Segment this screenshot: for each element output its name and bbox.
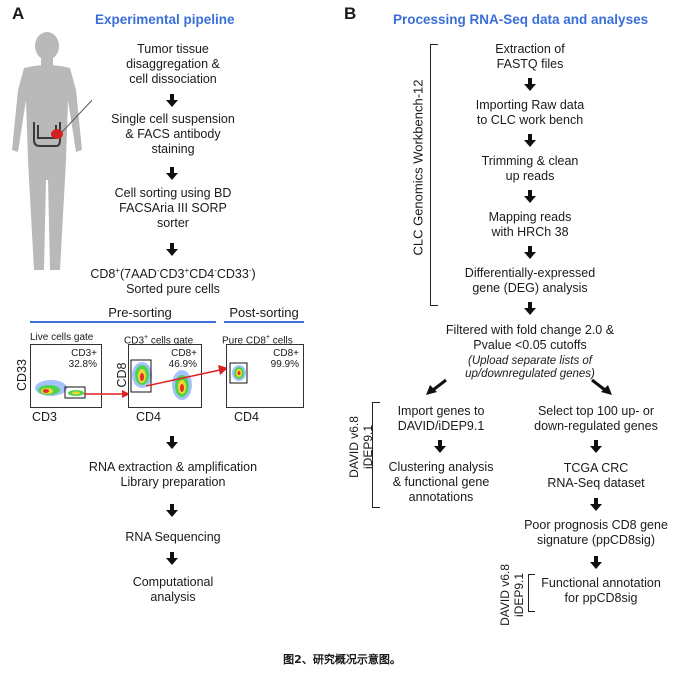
david2-label: DAVID v6.8 bbox=[498, 564, 512, 626]
facs-plot-1-dots bbox=[35, 380, 86, 399]
plot-2-y-axis-label: CD8 bbox=[115, 362, 129, 388]
tumor-icon bbox=[51, 129, 63, 139]
figure-caption: 图2、研究概况示意图。 bbox=[283, 653, 401, 666]
gate-live-label: Live cells gate bbox=[30, 332, 94, 343]
plot-1-stat-value: 32.8% bbox=[68, 359, 97, 370]
sorted-cells-text: Sorted pure cells bbox=[126, 282, 220, 297]
plot-2-stat-value: 46.9% bbox=[168, 359, 197, 370]
panel-b-title: Processing RNA-Seq data and analyses bbox=[393, 12, 649, 27]
post-sorting-label: Post-sorting bbox=[229, 305, 299, 320]
step-filter: Filtered with fold change 2.0 &Pvalue <0… bbox=[445, 323, 615, 352]
pre-sorting-underline bbox=[30, 321, 216, 323]
human-body-icon bbox=[12, 32, 92, 270]
red-arrow-icon bbox=[146, 365, 228, 387]
facs-plot-post-sort: CD8+ 99.9% bbox=[226, 344, 304, 408]
panel-b-letter: B bbox=[344, 4, 357, 23]
sorted-cells-label: CD8+(7AAD-CD3+CD4-CD33-) Sorted pure cel… bbox=[50, 263, 296, 297]
facs-plot-2-dots bbox=[130, 359, 192, 400]
gate-pure-label: Pure CD8+ cells bbox=[222, 334, 293, 347]
facs-plot-cd3-cd33: CD3+ 32.8% bbox=[30, 344, 102, 408]
facs-plot-3-dots bbox=[229, 362, 248, 384]
david-label: DAVID v6.8 bbox=[347, 416, 361, 478]
red-arrow-icon bbox=[84, 390, 130, 398]
pre-sorting-label: Pre-sorting bbox=[108, 305, 172, 320]
plot-2-stat-label: CD8+ bbox=[171, 348, 197, 359]
plot-1-stat-label: CD3+ bbox=[71, 348, 97, 359]
diagonal-arrow-right-icon bbox=[591, 378, 612, 395]
gate-cd3-label: CD3+ cells gate bbox=[124, 334, 194, 347]
idep2-label: iDEP9.1 bbox=[512, 572, 526, 618]
plot-1-y-axis-label: CD33 bbox=[15, 359, 29, 391]
idep-label: iDEP9.1 bbox=[361, 424, 375, 470]
plot-3-stat-value: 99.9% bbox=[270, 359, 299, 370]
diagonal-arrow-left-icon bbox=[426, 378, 447, 395]
clc-bracket bbox=[430, 44, 438, 306]
plot-3-x-axis-label: CD4 bbox=[234, 410, 260, 424]
post-sorting-underline bbox=[224, 321, 304, 323]
david2-bracket bbox=[528, 574, 535, 612]
plot-2-x-axis-label: CD4 bbox=[136, 410, 162, 424]
sorted-cells-phenotype: CD8+(7AAD-CD3+CD4-CD33-) bbox=[90, 266, 256, 282]
step-rna-sequencing: RNA Sequencing bbox=[125, 530, 221, 544]
clc-workbench-label: CLC Genomics Workbench-12 bbox=[410, 79, 426, 256]
plot-3-stat-label: CD8+ bbox=[273, 348, 299, 359]
panel-a-title: Experimental pipeline bbox=[95, 12, 235, 27]
plot-1-x-axis-label: CD3 bbox=[32, 410, 58, 424]
david-bracket bbox=[372, 402, 380, 508]
panel-a-letter: A bbox=[12, 4, 25, 23]
